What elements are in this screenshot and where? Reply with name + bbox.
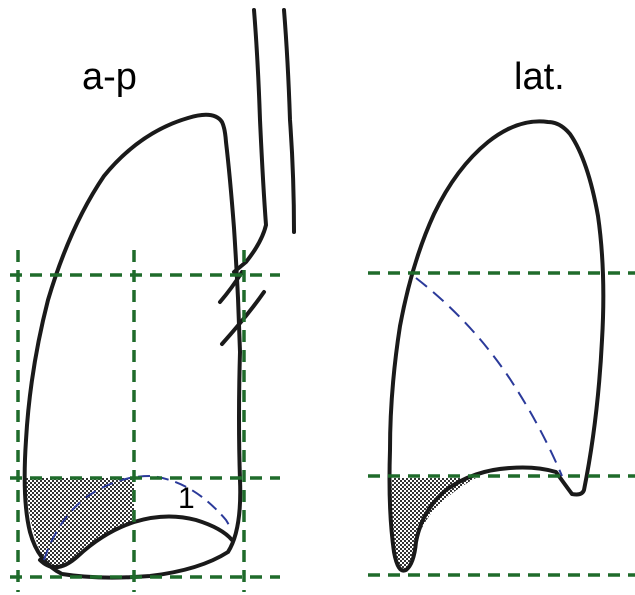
ap-grid <box>10 250 280 592</box>
ap-fissure-line <box>43 474 233 561</box>
lat-shaded-zone <box>391 478 476 572</box>
ap-trachea-right-wall <box>282 8 296 234</box>
lat-fissure-line <box>415 277 563 477</box>
ap-region-number: 1 <box>178 482 195 515</box>
ap-view: 1 <box>10 8 296 592</box>
lat-view <box>368 119 635 577</box>
lat-view-label: lat. <box>514 56 565 98</box>
lat-grid <box>368 271 635 577</box>
ap-shaded-zone <box>26 478 134 567</box>
ap-trachea-left-wall <box>232 8 269 274</box>
ap-view-label: a-p <box>82 56 137 98</box>
lat-lung-outline <box>387 119 606 573</box>
ap-diaphragm-dome <box>38 514 234 569</box>
